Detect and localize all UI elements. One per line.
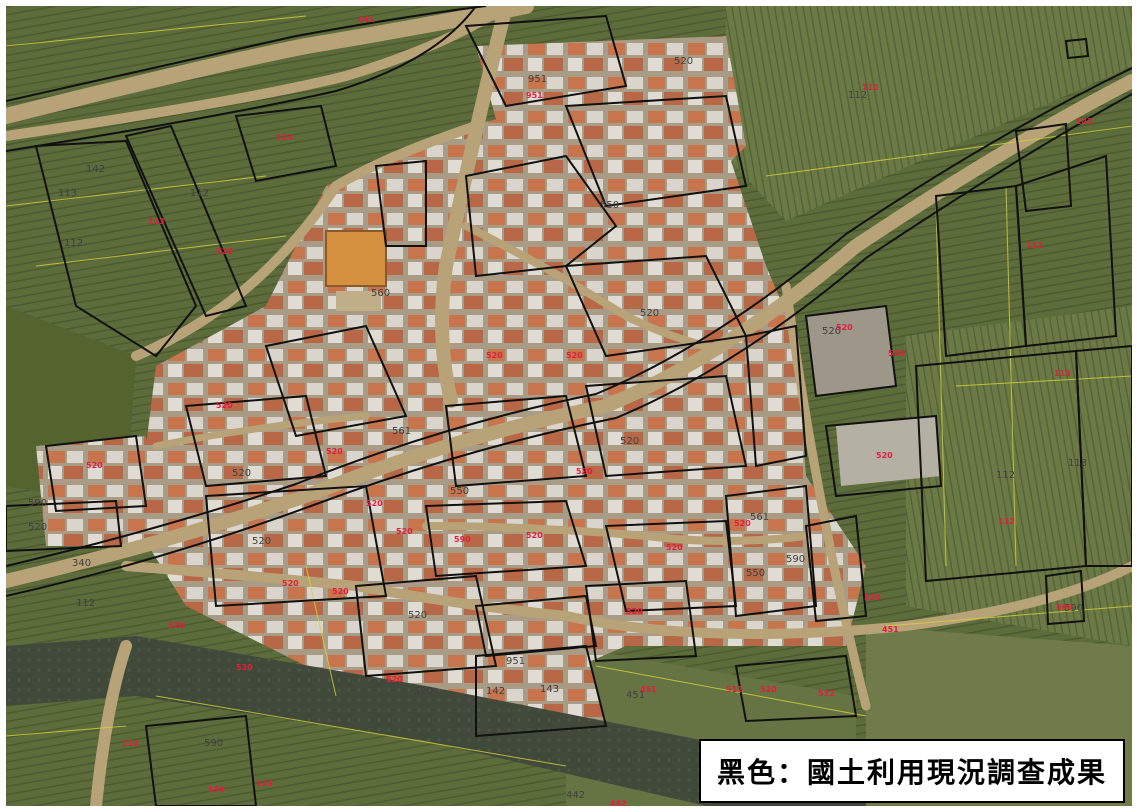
svg-text:112: 112	[190, 188, 209, 199]
svg-text:520: 520	[28, 522, 47, 533]
svg-text:114: 114	[256, 779, 273, 788]
svg-text:520: 520	[216, 401, 233, 410]
canal	[6, 636, 866, 806]
svg-text:520: 520	[386, 675, 403, 684]
svg-text:560: 560	[371, 288, 390, 299]
svg-text:520: 520	[366, 499, 383, 508]
svg-text:520: 520	[888, 349, 905, 358]
svg-text:142: 142	[486, 686, 505, 697]
svg-text:561: 561	[392, 426, 411, 437]
svg-text:511: 511	[726, 685, 743, 694]
map-canvas: 951 520 112 142 113 112 112 560 550 520 …	[6, 6, 1132, 806]
svg-text:112: 112	[848, 90, 867, 101]
svg-text:520: 520	[332, 587, 349, 596]
svg-text:590: 590	[204, 738, 223, 749]
svg-text:520: 520	[822, 326, 841, 337]
svg-text:520: 520	[876, 451, 893, 460]
svg-text:590: 590	[208, 785, 225, 794]
svg-text:520: 520	[864, 593, 881, 602]
svg-text:340: 340	[72, 558, 91, 569]
legend-box: 黑色：國土利用現況調查成果	[699, 739, 1125, 803]
village-west-cluster	[36, 436, 156, 546]
svg-text:520: 520	[526, 531, 543, 540]
svg-text:520: 520	[640, 308, 659, 319]
temple-courtyard	[336, 291, 381, 311]
farmhouse-east	[806, 306, 896, 396]
svg-text:951: 951	[528, 74, 547, 85]
svg-text:113: 113	[1068, 458, 1087, 469]
farmhouse-east-2	[836, 416, 941, 486]
svg-text:520: 520	[232, 468, 251, 479]
aerial-map[interactable]: 951 520 112 142 113 112 112 560 550 520 …	[6, 6, 1132, 806]
svg-text:520: 520	[734, 519, 751, 528]
land-use-boundaries	[6, 6, 1132, 806]
svg-text:590: 590	[1064, 603, 1083, 614]
svg-text:442: 442	[566, 790, 585, 801]
svg-text:451: 451	[882, 625, 899, 634]
svg-text:112: 112	[1026, 241, 1043, 250]
farmland-east	[906, 306, 1132, 646]
svg-text:520: 520	[326, 447, 343, 456]
svg-text:113: 113	[148, 217, 165, 226]
svg-text:520: 520	[626, 607, 643, 616]
svg-text:550: 550	[600, 200, 619, 211]
svg-text:550: 550	[450, 486, 469, 497]
village-north-cluster	[476, 36, 746, 186]
svg-text:142: 142	[86, 164, 105, 175]
svg-text:520: 520	[760, 685, 777, 694]
svg-text:951: 951	[526, 91, 543, 100]
land-use-red-labels: 441 951 112 142 113 113 520 112 520 520 …	[86, 15, 1093, 806]
svg-text:520: 520	[396, 527, 413, 536]
svg-text:520: 520	[620, 436, 639, 447]
svg-text:590: 590	[454, 535, 471, 544]
svg-text:951: 951	[506, 656, 525, 667]
svg-text:113: 113	[58, 188, 77, 199]
svg-text:112: 112	[76, 598, 95, 609]
svg-text:520: 520	[414, 686, 433, 697]
svg-text:520: 520	[86, 461, 103, 470]
svg-text:520: 520	[236, 663, 253, 672]
road-network	[6, 6, 1132, 806]
svg-text:451: 451	[626, 690, 645, 701]
svg-text:590: 590	[786, 554, 805, 565]
svg-text:442: 442	[610, 799, 627, 806]
svg-text:520: 520	[486, 351, 503, 360]
legend-text: 黑色：國土利用現況調查成果	[716, 756, 1107, 789]
svg-text:143: 143	[540, 684, 559, 695]
svg-text:112: 112	[862, 83, 879, 92]
temple-building	[325, 230, 387, 287]
svg-text:520: 520	[666, 543, 683, 552]
svg-text:550: 550	[746, 568, 765, 579]
svg-text:590: 590	[1056, 603, 1073, 612]
svg-text:520: 520	[282, 579, 299, 588]
svg-text:520: 520	[408, 610, 427, 621]
land-use-code-labels: 951 520 112 142 113 112 112 560 550 520 …	[28, 56, 1087, 801]
svg-text:520: 520	[252, 536, 271, 547]
svg-text:142: 142	[1076, 117, 1093, 126]
svg-text:441: 441	[358, 15, 375, 24]
svg-text:520: 520	[168, 621, 185, 630]
svg-text:520: 520	[674, 56, 693, 67]
svg-text:520: 520	[566, 351, 583, 360]
svg-text:451: 451	[640, 685, 657, 694]
cadastral-lines	[6, 15, 1132, 767]
svg-text:112: 112	[996, 470, 1015, 481]
svg-text:520: 520	[576, 467, 593, 476]
svg-text:112: 112	[998, 517, 1015, 526]
svg-text:561: 561	[750, 512, 769, 523]
svg-text:113: 113	[1054, 369, 1071, 378]
svg-text:112: 112	[122, 739, 139, 748]
svg-text:590: 590	[28, 498, 47, 509]
svg-text:113: 113	[276, 133, 293, 142]
svg-text:512: 512	[818, 689, 835, 698]
svg-text:112: 112	[64, 238, 83, 249]
svg-text:520: 520	[216, 247, 233, 256]
svg-text:520: 520	[836, 323, 853, 332]
